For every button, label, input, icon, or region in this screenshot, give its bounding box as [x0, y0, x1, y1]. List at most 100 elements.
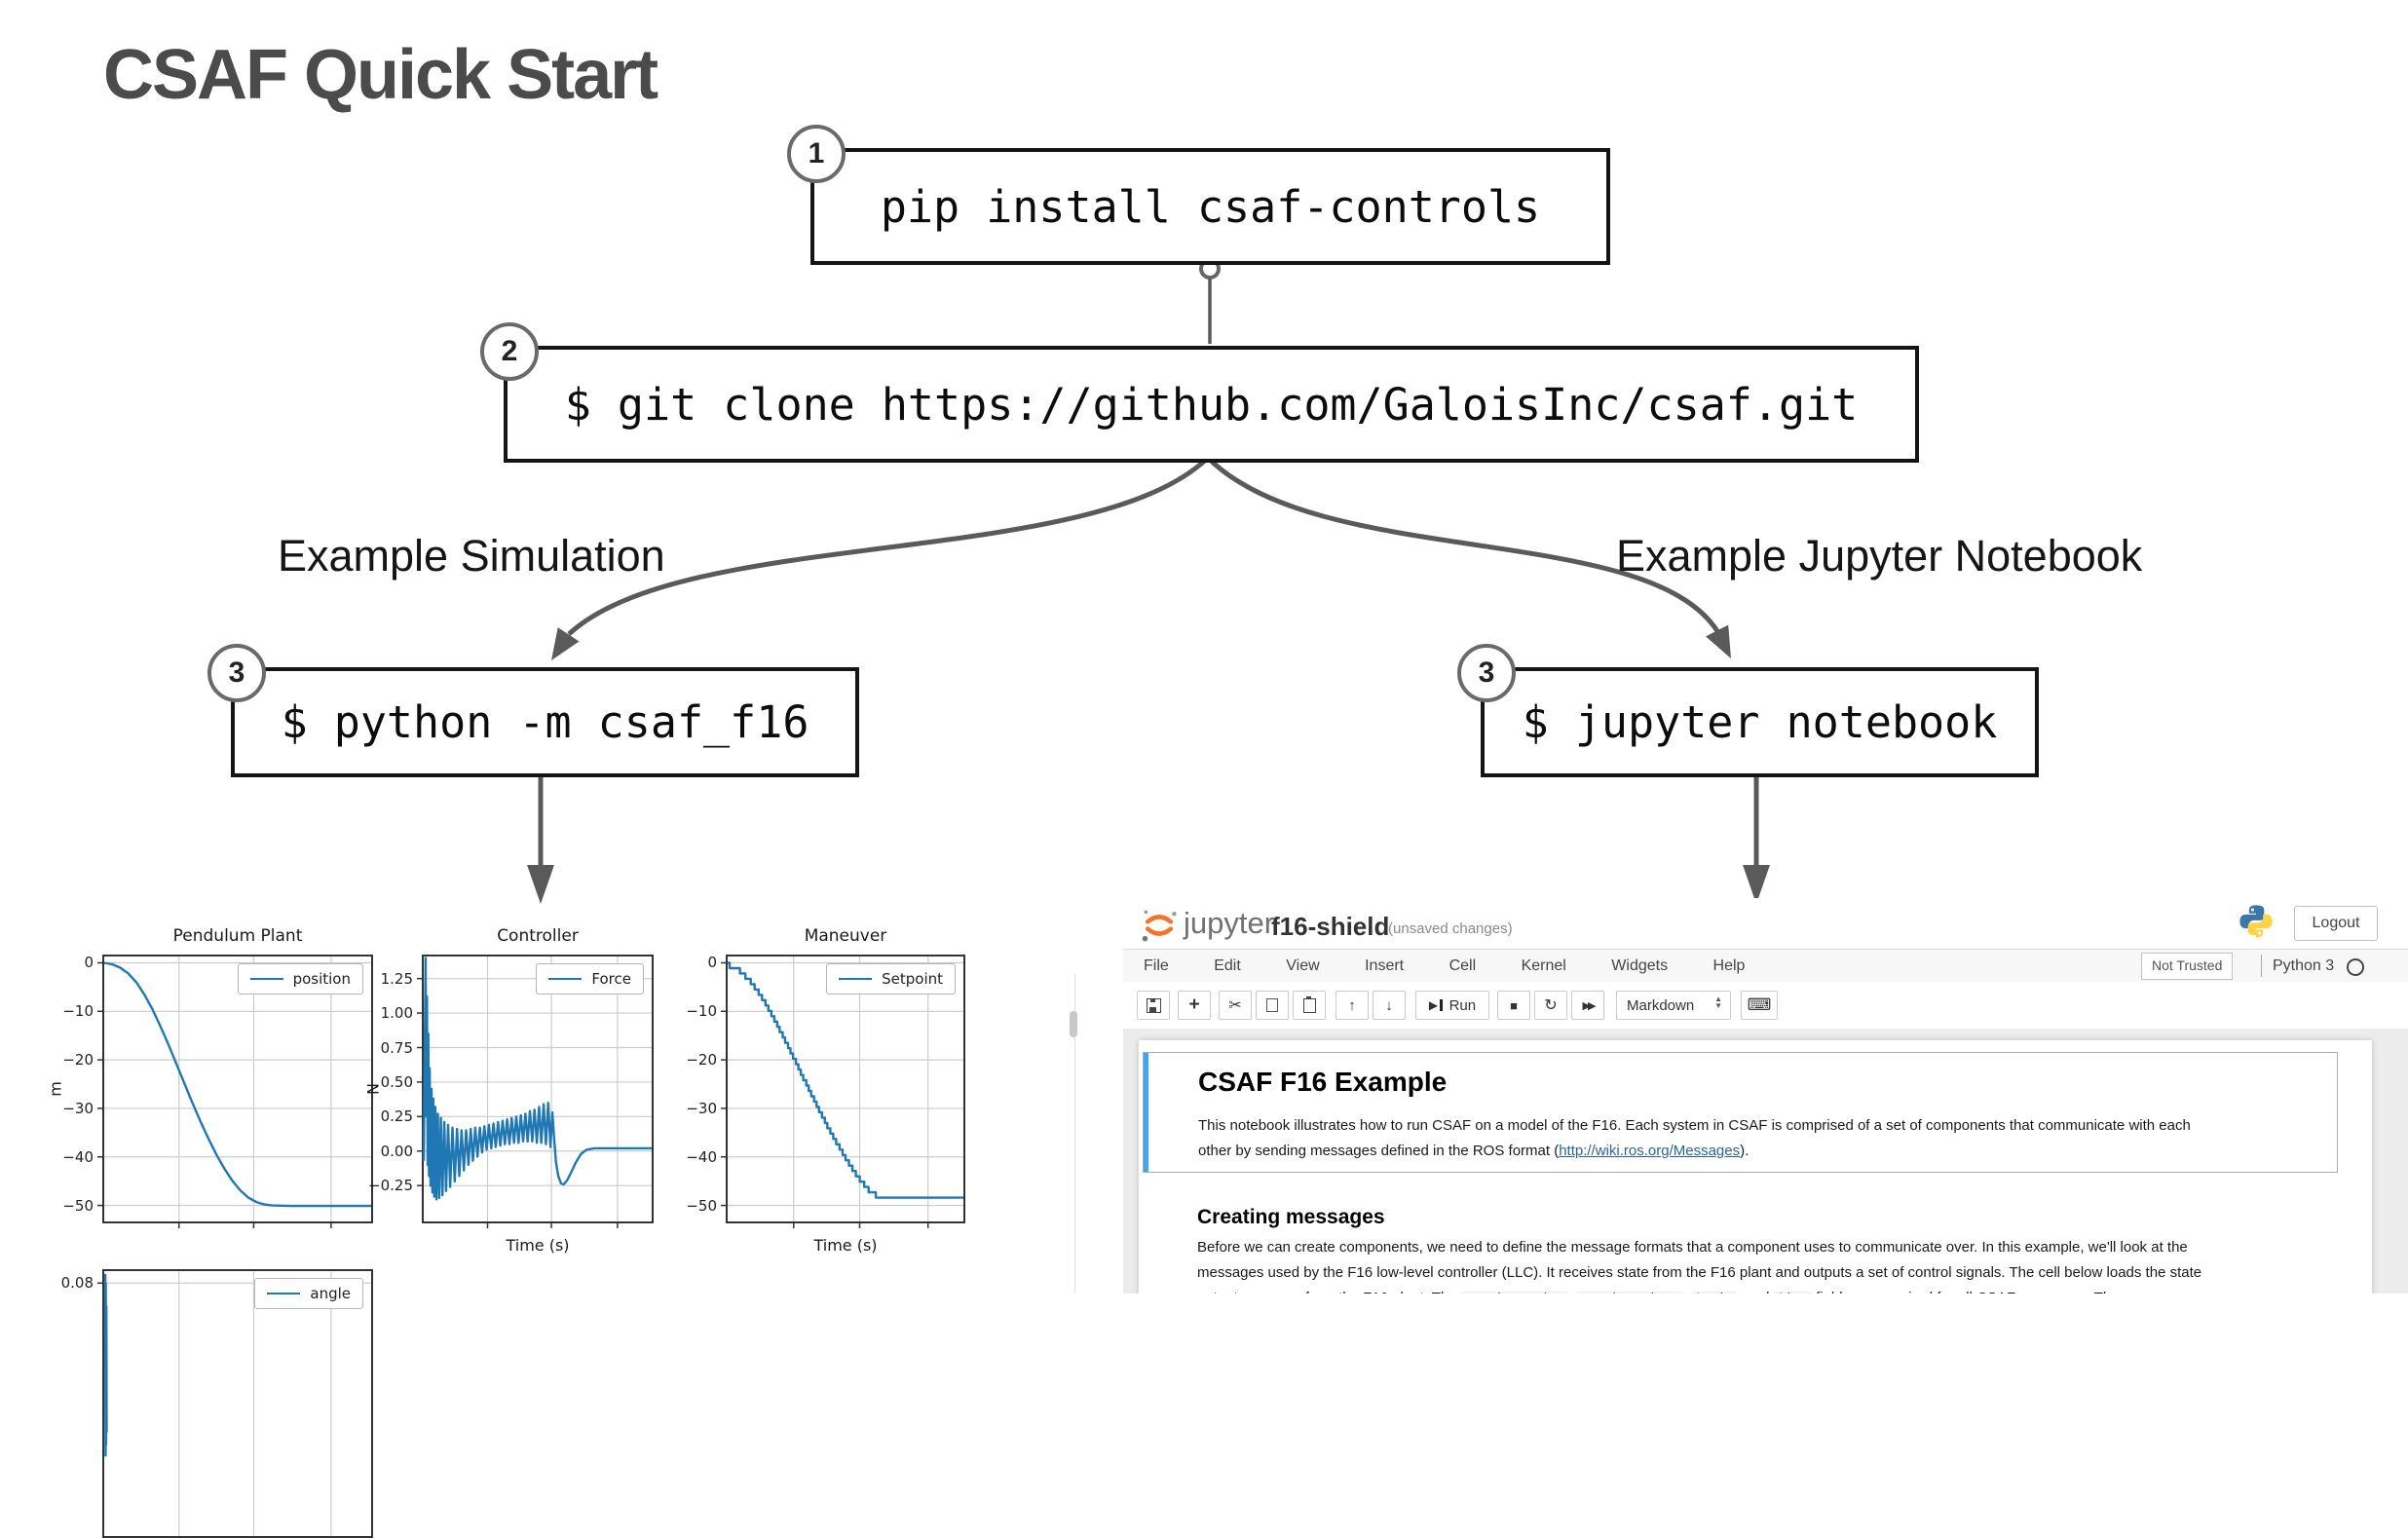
step-badge: 1 [787, 125, 846, 183]
command-text: pip install csaf-controls [880, 180, 1541, 233]
plot-title: Pendulum Plant [172, 926, 303, 946]
y-tick-label: 0.50 [380, 1072, 413, 1091]
x-axis-label: Time (s) [506, 1236, 570, 1255]
restart-kernel-button[interactable]: ↻ [1534, 991, 1567, 1020]
trust-status-badge: Not Trusted [2141, 953, 2234, 980]
add-cell-button[interactable]: + [1178, 991, 1211, 1020]
y-tick-label: −20 [62, 1051, 94, 1069]
y-tick-label: −40 [686, 1147, 717, 1166]
menu-insert[interactable]: Insert [1365, 957, 1405, 974]
run-icon: ▶ [1428, 998, 1439, 1012]
y-tick-label: 0.75 [380, 1038, 413, 1057]
page-title: CSAF Quick Start [103, 36, 658, 114]
kernel-status-icon [2347, 958, 2364, 976]
command-palette-button[interactable]: ⌨ [1741, 991, 1778, 1020]
move-cell-down-button[interactable]: ↓ [1373, 991, 1406, 1020]
notebook-menubar: File Edit View Insert Cell Kernel Widget… [1123, 949, 2408, 984]
down-arrowhead-right [1743, 865, 1770, 904]
copy-icon [1262, 994, 1278, 1012]
y-tick-label: 1.25 [380, 969, 413, 988]
y-tick-label: 0.08 [60, 1274, 94, 1293]
x-axis-label: Time (s) [813, 1236, 878, 1255]
step-badge: 3 [207, 644, 266, 702]
menu-cell[interactable]: Cell [1449, 957, 1477, 974]
cell-heading: CSAF F16 Example [1198, 1067, 1448, 1097]
plot-angle-partial: angle 0.08 [61, 1269, 373, 1538]
y-tick-label: −30 [686, 1099, 717, 1117]
menu-kernel[interactable]: Kernel [1521, 957, 1566, 974]
flow-connectors [527, 258, 1770, 904]
menubar-divider [2261, 955, 2262, 977]
y-tick-label: −30 [62, 1099, 94, 1117]
jupyter-logo-icon [1142, 910, 1177, 942]
step-box-jupyter-notebook: 3 $ jupyter notebook [1457, 644, 2039, 777]
y-tick-label: 0.00 [380, 1142, 413, 1160]
scrollbar-thumb[interactable] [1070, 1011, 1077, 1037]
inline-code: version_major [1460, 1292, 1568, 1294]
cell-paragraph-line: other by sending messages defined in the… [1198, 1143, 1750, 1159]
cell-heading: Creating messages [1197, 1206, 1385, 1228]
y-tick-label: −50 [62, 1196, 94, 1215]
legend: Force [536, 963, 644, 994]
step-box-pip-install: 1 pip install csaf-controls [787, 125, 1610, 265]
jupyter-notebook-window: jupyter f16-shield (unsaved changes) Log… [1123, 898, 2408, 1294]
menu-widgets[interactable]: Widgets [1611, 957, 1669, 974]
save-button[interactable] [1137, 991, 1170, 1020]
plot-maneuver: Maneuver Setpoint Time (s) 0−10−20−30−40… [686, 926, 965, 1255]
menu-edit[interactable]: Edit [1214, 957, 1241, 974]
restart-run-all-button[interactable]: ▶▶ [1571, 991, 1604, 1020]
dropdown-arrows-icon: ▲▼ [1714, 994, 1722, 1010]
notebook-page: CSAF F16 Example This notebook illustrat… [1139, 1040, 2372, 1294]
notebook-filename[interactable]: f16-shield [1271, 912, 1390, 941]
kernel-name: Python 3 [2273, 957, 2335, 974]
y-tick-label: 0 [84, 954, 94, 972]
cell-paragraph-line: This notebook illustrates how to run CSA… [1198, 1117, 2191, 1134]
step-box-python-csaf: 3 $ python -m csaf_f16 [207, 644, 859, 777]
y-tick-label: −10 [686, 1002, 717, 1021]
inline-code: version_minor [1575, 1292, 1683, 1294]
legend-label: Setpoint [882, 970, 943, 988]
cell-type-dropdown[interactable]: Markdown ▲▼ [1616, 991, 1731, 1020]
legend-label: angle [310, 1285, 351, 1302]
selected-markdown-cell[interactable]: CSAF F16 Example This notebook illustrat… [1143, 1052, 2338, 1173]
branch-label-right: Example Jupyter Notebook [1616, 531, 2143, 581]
move-cell-up-button[interactable]: ↑ [1336, 991, 1369, 1020]
notebook-body: CSAF F16 Example This notebook illustrat… [1123, 1029, 2408, 1294]
paste-cell-button[interactable] [1293, 991, 1326, 1020]
cell-paragraph-line: output message from the F16 plant. The v… [1197, 1290, 2120, 1294]
step-box-git-clone: 2 $ git clone https://github.com/GaloisI… [480, 322, 1919, 463]
y-axis-label: m [46, 1081, 65, 1097]
legend: angle [254, 1278, 363, 1309]
legend: Setpoint [826, 963, 956, 994]
branch-label-left: Example Simulation [278, 531, 665, 581]
legend-line-sample [839, 978, 873, 980]
selected-cell-indicator [1144, 1053, 1148, 1172]
cut-cell-button[interactable]: ✂ [1219, 991, 1252, 1020]
arrowhead-right [1706, 624, 1731, 658]
interrupt-kernel-button[interactable]: ■ [1497, 991, 1530, 1020]
inline-code: time [1773, 1292, 1812, 1294]
branch-curve-left [567, 456, 1210, 636]
y-tick-label: −50 [686, 1196, 717, 1215]
menu-view[interactable]: View [1286, 957, 1320, 974]
menu-file[interactable]: File [1144, 957, 1169, 974]
cell-paragraph-line: messages used by the F16 low-level contr… [1197, 1264, 2202, 1281]
y-tick-label: −40 [62, 1147, 94, 1166]
legend-line-sample [548, 978, 583, 980]
jupyter-logo-text[interactable]: jupyter [1184, 906, 1275, 940]
command-text: $ python -m csaf_f16 [281, 696, 809, 748]
copy-cell-button[interactable] [1256, 991, 1289, 1020]
legend-line-sample [267, 1293, 301, 1294]
logout-button[interactable]: Logout [2294, 906, 2378, 941]
notebook-save-status: (unsaved changes) [1388, 920, 1513, 937]
menu-help[interactable]: Help [1712, 957, 1746, 974]
legend-label: Force [591, 970, 631, 988]
run-cell-button[interactable]: ▶Run [1415, 991, 1489, 1020]
down-arrowhead-left [527, 865, 554, 904]
ros-messages-link[interactable]: http://wiki.ros.org/Messages [1559, 1143, 1741, 1159]
y-tick-label: 1.00 [380, 1004, 413, 1023]
y-tick-label: −20 [686, 1051, 717, 1069]
step-badge: 3 [1457, 644, 1516, 702]
scrollbar-track[interactable] [1074, 974, 1075, 1294]
paste-icon [1302, 995, 1316, 1013]
